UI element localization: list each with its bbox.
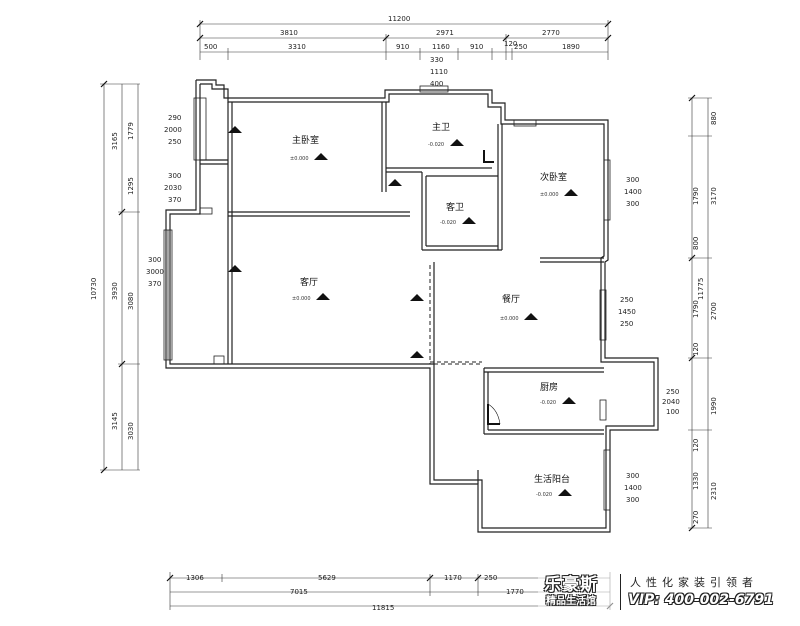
room-master-bedroom: 主卧室 <box>292 134 319 146</box>
level-second-bedroom: ±0.000 <box>540 192 559 198</box>
dim-right-window-3: 300 <box>626 200 639 208</box>
dim-left-window-2: 2000 <box>164 126 182 134</box>
level-guest-bath: -0.020 <box>440 220 456 226</box>
room-balcony: 生活阳台 <box>534 473 570 485</box>
brand-slogan: 人性化家装引领者 <box>630 576 758 589</box>
dimension-ticks <box>100 20 696 610</box>
dim-top-small-1: 120 <box>504 40 517 48</box>
dim-top-row3-2: 3310 <box>288 43 306 51</box>
dim-right-inner-7: 270 <box>692 511 700 524</box>
dim-left-window-4: 300 <box>168 172 181 180</box>
dim-right-row-2: 3170 <box>710 187 718 205</box>
dim-right-window-11: 1400 <box>624 484 642 492</box>
dim-top-row3-3: 910 <box>396 43 409 51</box>
dim-right-row-5: 2310 <box>710 482 718 500</box>
dim-bottom-2: 5629 <box>318 574 336 582</box>
dim-right-inner-1: 1790 <box>692 187 700 205</box>
dim-right-window-9: 100 <box>666 408 679 416</box>
dim-right-window-4: 250 <box>620 296 633 304</box>
brand-divider <box>620 574 621 610</box>
dim-right-window-1: 300 <box>626 176 639 184</box>
dim-left-row-1: 3165 <box>111 132 119 150</box>
dim-top-small-4: 400 <box>430 80 443 88</box>
room-living: 客厅 <box>300 276 318 288</box>
dim-left-window-6: 370 <box>168 196 181 204</box>
dim-right-row-4: 1990 <box>710 397 718 415</box>
dim-bottom-3: 1170 <box>444 574 462 582</box>
level-master-bath: -0.020 <box>428 142 444 148</box>
dim-top-row2-3: 2770 <box>542 29 560 37</box>
dim-bottom-4: 250 <box>484 574 497 582</box>
dim-right-outer: 11775 <box>697 278 705 300</box>
dim-top-total: 11200 <box>388 15 410 23</box>
dim-top-small-2: 330 <box>430 56 443 64</box>
room-master-bath: 主卫 <box>432 121 450 133</box>
room-second-bedroom: 次卧室 <box>540 171 567 183</box>
dim-right-window-6: 250 <box>620 320 633 328</box>
dim-right-window-5: 1450 <box>618 308 636 316</box>
dim-right-row-1: 880 <box>710 112 718 125</box>
dim-top-row3-5: 910 <box>470 43 483 51</box>
dim-left-window-8: 3000 <box>146 268 164 276</box>
dim-left-inner-1: 1779 <box>127 122 135 140</box>
dim-top-row3-1: 500 <box>204 43 217 51</box>
brand-logo: 乐豪斯 <box>544 575 598 595</box>
dimension-labels: 11200 3810 2971 2770 500 3310 910 1160 9… <box>90 15 718 612</box>
dim-left-window-1: 290 <box>168 114 181 122</box>
dim-top-row3-4: 1160 <box>432 43 450 51</box>
dim-right-window-8: 2040 <box>662 398 680 406</box>
dim-right-row-3: 2700 <box>710 302 718 320</box>
walls <box>165 79 659 533</box>
dimension-lines <box>100 20 712 610</box>
level-living: ±0.000 <box>292 296 311 302</box>
dim-left-row-2: 3930 <box>111 282 119 300</box>
dim-left-inner-3: 3080 <box>127 292 135 310</box>
dim-right-window-2: 1400 <box>624 188 642 196</box>
level-master-bedroom: ±0.000 <box>290 156 309 162</box>
room-dining: 餐厅 <box>502 293 520 305</box>
brand-subtitle: 精品生活馆 <box>546 596 596 607</box>
level-kitchen: -0.020 <box>540 400 556 406</box>
dim-left-window-7: 300 <box>148 256 161 264</box>
dim-bottom-5: 7015 <box>290 588 308 596</box>
dim-left-inner-4: 3030 <box>127 422 135 440</box>
dim-bottom-6: 1770 <box>506 588 524 596</box>
brand-vip-phone: VIP: 400-002-6791 <box>628 592 774 608</box>
dim-top-row3-6: 250 <box>514 43 527 51</box>
dim-right-inner-2: 800 <box>692 237 700 250</box>
room-labels: 主卧室 主卫 客卫 次卧室 客厅 餐厅 厨房 生活阳台 <box>292 121 570 485</box>
dim-left-outer: 10730 <box>90 278 98 300</box>
dim-top-row2-1: 3810 <box>280 29 298 37</box>
dim-bottom-1: 1306 <box>186 574 204 582</box>
level-dining: ±0.000 <box>500 316 519 322</box>
dim-top-small-3: 1110 <box>430 68 448 76</box>
dim-right-inner-6: 1330 <box>692 472 700 490</box>
dim-right-window-10: 300 <box>626 472 639 480</box>
dim-right-inner-5: 120 <box>692 439 700 452</box>
dim-right-window-12: 300 <box>626 496 639 504</box>
dim-left-window-3: 250 <box>168 138 181 146</box>
door-openings <box>429 265 482 365</box>
dim-left-window-5: 2030 <box>164 184 182 192</box>
level-markers: ±0.000 -0.020 -0.020 ±0.000 ±0.000 ±0.00… <box>228 126 578 498</box>
brand-watermark: 乐豪斯 精品生活馆 人性化家装引领者 VIP: 400-002-6791 <box>538 570 800 626</box>
dim-right-window-7: 250 <box>666 388 679 396</box>
dim-top-row2-2: 2971 <box>436 29 454 37</box>
level-balcony: -0.020 <box>536 492 552 498</box>
room-kitchen: 厨房 <box>540 381 558 393</box>
dim-right-inner-4: 120 <box>692 343 700 356</box>
door-swings <box>483 150 501 425</box>
dim-top-row3-7: 1890 <box>562 43 580 51</box>
windows <box>163 85 611 511</box>
dim-bottom-total: 11815 <box>372 604 394 612</box>
dim-left-row-3: 3145 <box>111 412 119 430</box>
dim-left-window-9: 370 <box>148 280 161 288</box>
dim-left-inner-2: 1295 <box>127 177 135 195</box>
room-guest-bath: 客卫 <box>446 201 464 213</box>
dim-right-inner-3: 1790 <box>692 300 700 318</box>
